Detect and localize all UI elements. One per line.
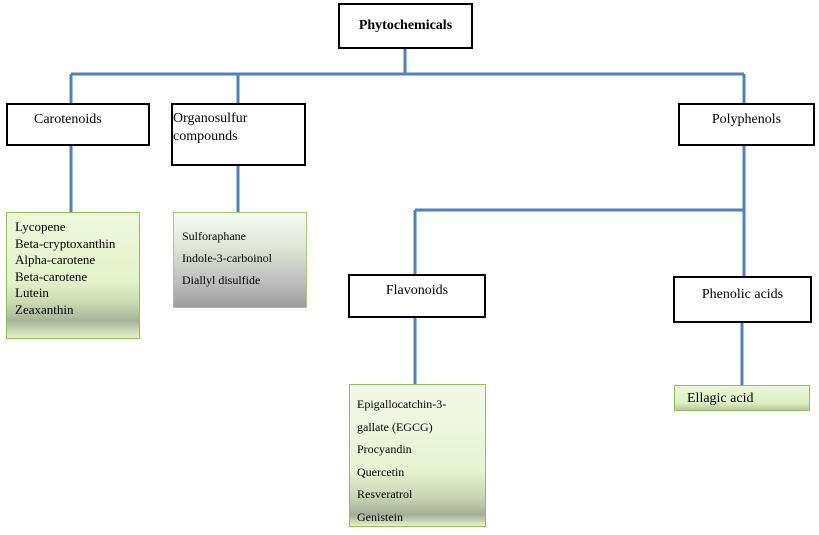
organosulfur-list: Sulforaphane Indole-3-carboinol Diallyl … (173, 212, 307, 308)
node-polyphenols: Polyphenols (678, 103, 815, 146)
node-polyphenols-label: Polyphenols (711, 112, 782, 127)
list-item: Diallyl disulfide (182, 273, 261, 287)
list-item: Epigallocatchin-3- (357, 397, 447, 411)
list-item: Zeaxanthin (15, 301, 74, 317)
node-carotenoids: Carotenoids (6, 103, 150, 146)
carotenoids-list: Lycopene Beta-cryptoxanthin Alpha-carote… (6, 212, 140, 339)
list-item: Procyandin (357, 442, 412, 456)
list-item: Lutein (15, 285, 49, 301)
list-item: gallate (EGCG) (357, 419, 433, 434)
node-phytochemicals: Phytochemicals (338, 3, 473, 49)
node-organosulfur-label-line1: Organosulfur (173, 111, 248, 126)
list-item: Beta-carotene (15, 268, 88, 284)
phenolic-acids-list: Ellagic acid (674, 385, 810, 411)
list-item: Sulforaphane (182, 229, 246, 243)
list-item: Alpha-carotene (15, 252, 96, 268)
list-item: Indole-3-carboinol (182, 251, 272, 265)
flavonoids-list: Epigallocatchin-3- gallate (EGCG) Procya… (349, 384, 486, 527)
list-item: Lycopene (15, 219, 66, 234)
list-item: Beta-cryptoxanthin (15, 235, 116, 251)
node-flavonoids: Flavonoids (348, 274, 486, 318)
list-item: Genistein (357, 509, 403, 524)
node-flavonoids-label: Flavonoids (385, 283, 449, 298)
node-phenolic-acids-label: Phenolic acids (701, 287, 784, 302)
node-phenolic-acids: Phenolic acids (673, 276, 812, 323)
node-carotenoids-label: Carotenoids (34, 112, 102, 127)
node-organosulfur-label-line2: compounds (173, 128, 238, 144)
node-organosulfur: Organosulfur compounds (171, 103, 306, 166)
list-item: Quercetin (357, 464, 405, 479)
node-phytochemicals-label: Phytochemicals (358, 18, 453, 34)
list-item: Ellagic acid (687, 391, 754, 406)
list-item: Resveratrol (357, 487, 413, 501)
